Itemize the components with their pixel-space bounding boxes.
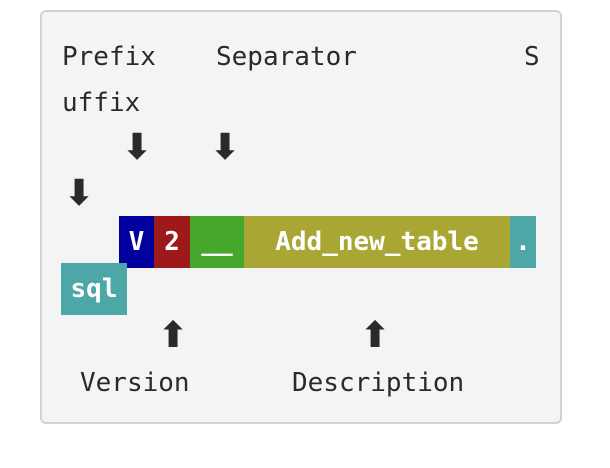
diagram-panel: Prefix Separator S uffix ⬇ ⬇ ⬇ V 2 __ Ad…	[40, 10, 562, 424]
version-arrow-icon: ⬆	[158, 315, 189, 356]
description-arrow-icon: ⬆	[360, 315, 391, 356]
filename-prefix-segment: V	[119, 216, 154, 268]
filename-description-segment: Add_new_table	[244, 216, 510, 268]
prefix-arrow-icon: ⬇	[122, 127, 153, 168]
suffix-arrow-icon: ⬇	[64, 173, 95, 214]
separator-arrow-icon: ⬇	[210, 127, 241, 168]
filename-separator-segment: __	[190, 216, 244, 268]
suffix-label-end: uffix	[62, 88, 141, 118]
filename-dot-segment: .	[510, 216, 536, 268]
prefix-label: Prefix	[62, 42, 156, 72]
description-label: Description	[292, 368, 465, 398]
version-label: Version	[80, 368, 190, 398]
filename-suffix-segment: sql	[61, 263, 127, 315]
suffix-label-start: S	[524, 42, 540, 72]
separator-label: Separator	[216, 42, 357, 72]
filename-version-segment: 2	[154, 216, 190, 268]
